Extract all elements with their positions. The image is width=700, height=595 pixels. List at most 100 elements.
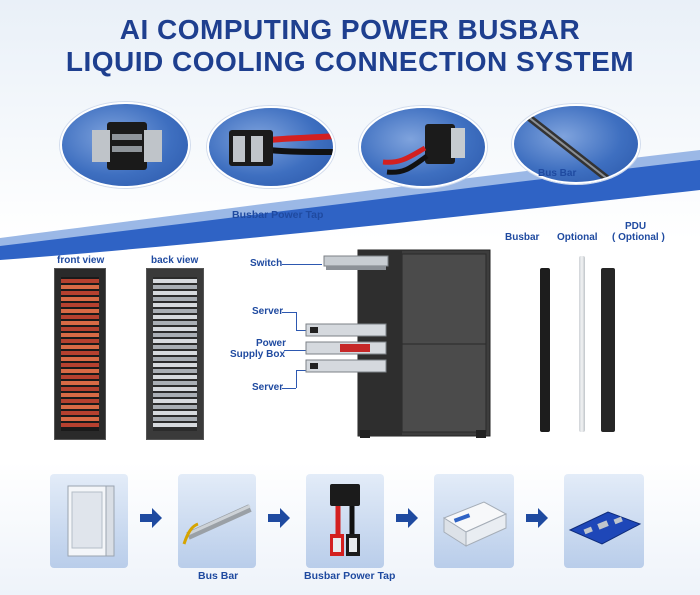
rack-unit	[61, 381, 99, 385]
rack-unit	[61, 321, 99, 325]
pdu-optional-label: ( Optional )	[612, 232, 665, 243]
server-bottom-leader-end	[296, 370, 310, 371]
circuit-board-icon	[568, 511, 642, 545]
rack-unit	[153, 285, 197, 289]
flow-arrow-3-icon	[396, 508, 418, 528]
rack-unit	[153, 333, 197, 337]
server-bottom-callout-label: Server	[252, 382, 284, 393]
rack-unit	[153, 375, 197, 379]
server-top-leader-line	[282, 312, 296, 313]
rack-unit	[153, 315, 197, 319]
switch-callout-label: Switch	[250, 258, 283, 269]
rack-unit	[61, 303, 99, 307]
flow-step-circuit-board	[564, 474, 644, 568]
rack-unit	[153, 297, 197, 301]
rack-unit	[153, 411, 197, 415]
rack-unit	[153, 291, 197, 295]
busbar-power-tap-caption: Busbar Power Tap	[232, 209, 324, 221]
optional-copper-strip	[579, 256, 585, 432]
front-view-rack	[54, 268, 106, 440]
supply-box-callout-label: Supply Box	[230, 349, 286, 360]
flow-step-power-tap	[306, 474, 384, 568]
rack-unit	[153, 417, 197, 421]
rack-unit	[153, 381, 197, 385]
rack-unit	[153, 423, 197, 427]
power-tap-icon	[330, 484, 360, 556]
page-title-line-1: AI COMPUTING POWER BUSBAR	[119, 14, 581, 45]
bus-bar-photo	[512, 104, 640, 184]
rack-unit	[61, 285, 99, 289]
busbar-column-label: Busbar	[505, 232, 540, 243]
rack-unit	[153, 327, 197, 331]
blue-wave-decoration	[0, 150, 700, 260]
rack-unit	[61, 357, 99, 361]
pdu-column-label: PDU	[625, 221, 647, 232]
power-leader-line	[284, 350, 310, 351]
power-tap-assembly-illustration	[382, 124, 465, 175]
rack-unit	[61, 291, 99, 295]
exploded-cabinet-illustration	[305, 249, 491, 438]
rack-unit	[153, 309, 197, 313]
rack-unit	[61, 279, 99, 283]
server-bottom-leader-line	[282, 388, 296, 389]
power-tap-photo-3	[359, 106, 487, 188]
rack-unit	[153, 339, 197, 343]
rack-unit	[153, 369, 197, 373]
rack-unit	[61, 417, 99, 421]
power-tap-photo-2	[207, 106, 335, 188]
busbar-strip	[540, 268, 550, 432]
rack-unit	[153, 387, 197, 391]
back-view-label: back view	[151, 255, 199, 266]
rack-unit	[153, 345, 197, 349]
rack-unit	[61, 393, 99, 397]
rack-unit	[61, 315, 99, 319]
front-rack-units	[61, 277, 99, 431]
power-module-icon	[442, 501, 508, 547]
power-tap-photo-1	[60, 102, 190, 188]
rack-unit	[153, 405, 197, 409]
rack-unit	[61, 345, 99, 349]
optional-column-label: Optional	[557, 232, 598, 243]
rack-unit	[61, 363, 99, 367]
back-rack-units	[153, 277, 197, 431]
bus-bar-step-label: Bus Bar	[198, 570, 239, 582]
rack-unit	[153, 357, 197, 361]
rack-unit	[61, 399, 99, 403]
rack-unit	[153, 321, 197, 325]
rack-unit	[61, 405, 99, 409]
rack-unit	[61, 351, 99, 355]
rack-unit	[153, 303, 197, 307]
pdu-strip	[601, 268, 615, 432]
server-top-leader-vertical	[296, 312, 297, 330]
rack-unit	[61, 423, 99, 427]
page-title-line-2: LIQUID COOLING CONNECTION SYSTEM	[65, 46, 635, 77]
flow-arrow-4-icon	[526, 508, 548, 528]
rack-unit	[153, 363, 197, 367]
rack-unit	[61, 369, 99, 373]
rack-unit	[153, 399, 197, 403]
server-top-leader-end	[296, 330, 310, 331]
rack-unit	[61, 333, 99, 337]
flow-step-bus-bar	[178, 474, 256, 568]
power-tap-step-label: Busbar Power Tap	[304, 570, 396, 582]
flow-arrow-2-icon	[268, 508, 290, 528]
power-callout-label: Power	[256, 338, 287, 349]
cabinet-icon	[67, 485, 115, 557]
server-top-callout-label: Server	[252, 306, 284, 317]
flow-step-power-module	[434, 474, 514, 568]
switch-leader-line	[282, 264, 322, 265]
rack-unit	[61, 339, 99, 343]
back-view-rack	[146, 268, 204, 440]
bus-bar-illustration	[518, 108, 617, 182]
rack-unit	[61, 411, 99, 415]
bus-bar-photo-label: Bus Bar	[538, 168, 577, 179]
rack-unit	[61, 297, 99, 301]
front-view-label: front view	[57, 255, 105, 266]
rack-unit	[153, 279, 197, 283]
rack-unit	[61, 327, 99, 331]
rack-unit	[61, 387, 99, 391]
bus-bar-icon	[182, 504, 252, 545]
flow-step-cabinet	[50, 474, 128, 568]
power-tap-cable-illustration	[229, 130, 333, 166]
flow-arrow-1-icon	[140, 508, 162, 528]
